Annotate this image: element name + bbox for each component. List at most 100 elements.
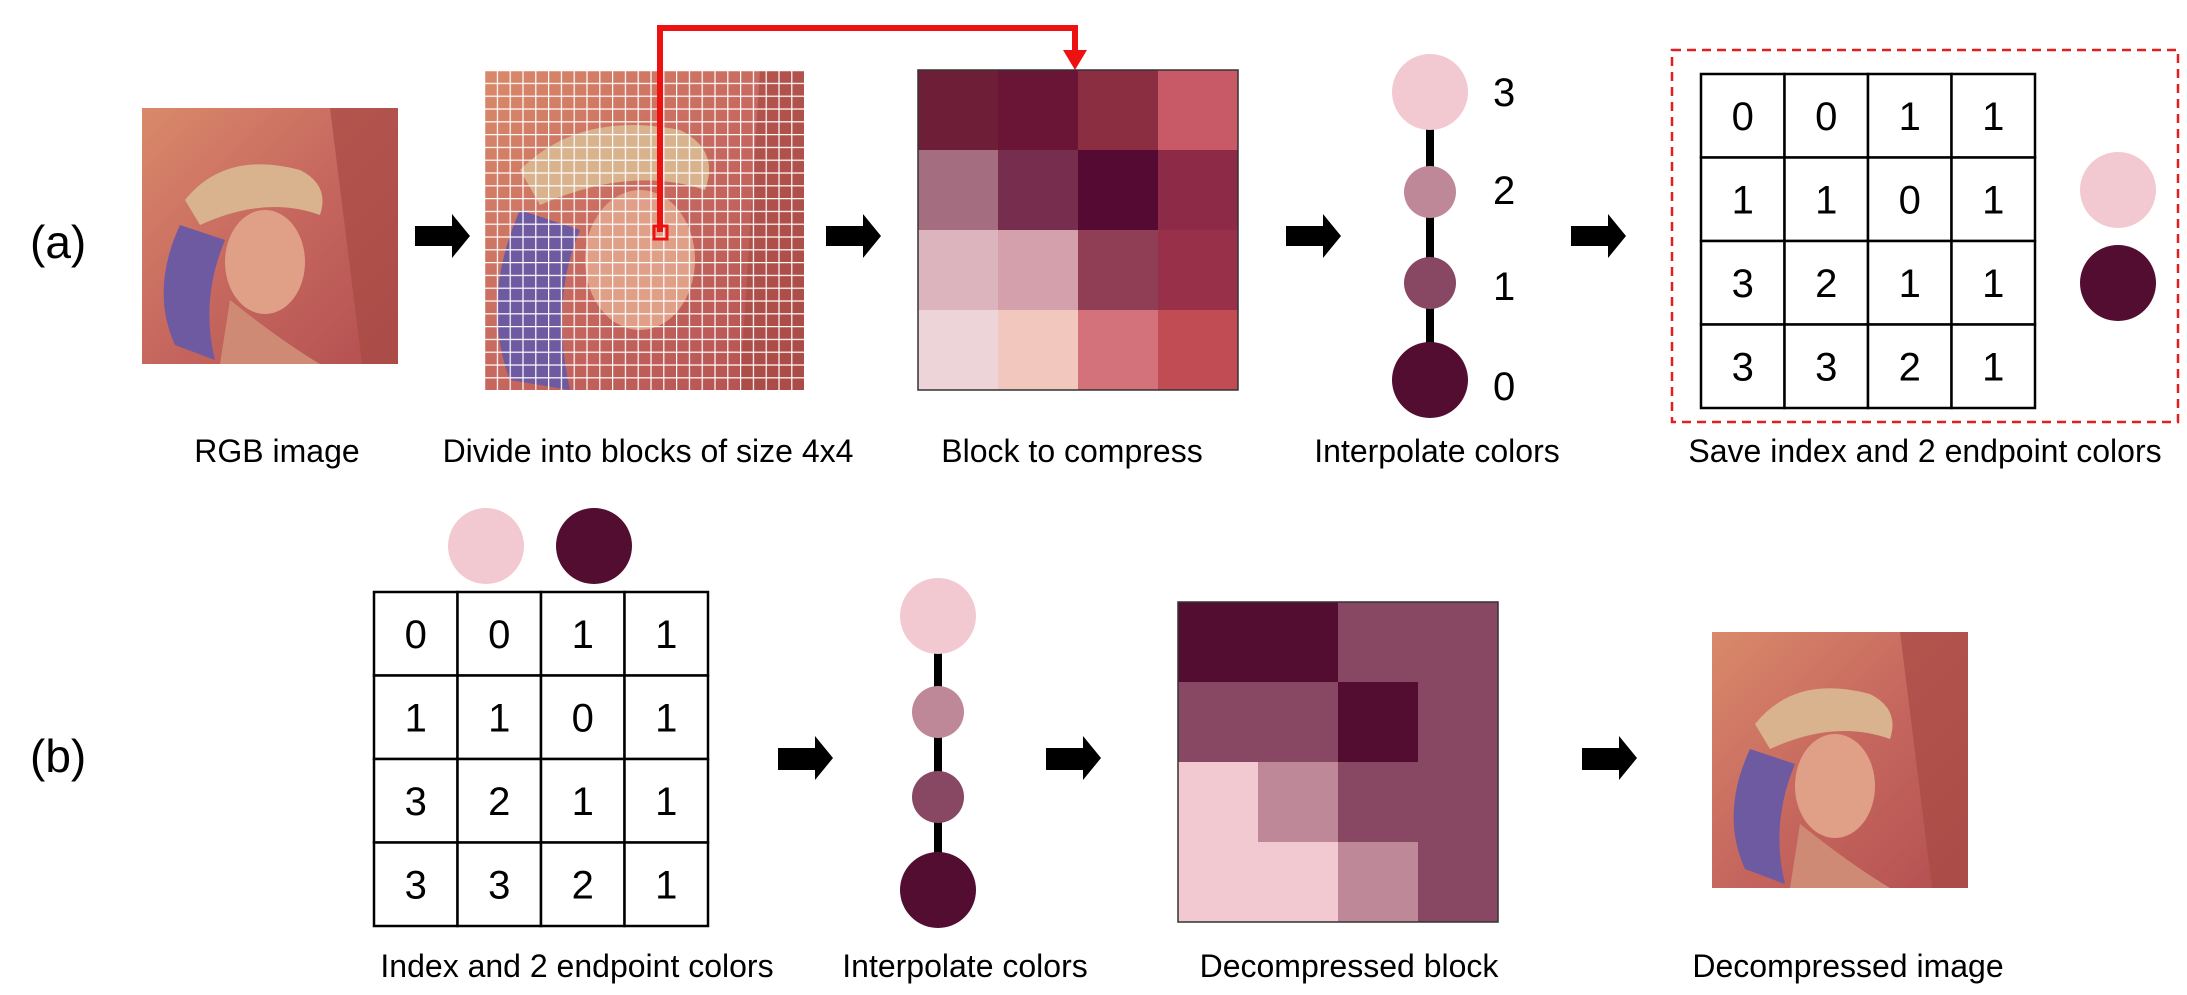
index-value: 2 [1815,262,1837,306]
arrow-7 [1582,736,1637,780]
index-value: 3 [1732,262,1754,306]
index-value: 1 [405,696,427,740]
row-label-a: (a) [30,216,86,268]
index-value: 0 [1899,178,1921,222]
decompressed-pixel [1338,762,1418,842]
block-to-compress [917,69,1239,391]
index-cell [539,674,626,761]
index-value: 1 [1732,178,1754,222]
level-1-swatch [1404,257,1456,309]
decompressed-pixel [1258,762,1338,842]
decompressed-pixel [1178,762,1258,842]
level-0-swatch [1392,342,1468,418]
dark-endpoint-swatch-a [2080,245,2156,321]
index-value: 1 [1899,95,1921,139]
index-cell [1866,156,1953,243]
block-pixel [918,310,998,390]
decompressed-pixel [1418,602,1498,682]
decompressed-pixel [1338,682,1418,762]
arrow-6 [1046,736,1101,780]
caption-block-to-compress: Block to compress [941,433,1202,469]
level-0-swatch-b [900,852,976,928]
decompressed-pixel [1258,602,1338,682]
index-value: 1 [655,863,677,907]
decompressed-pixel [1418,682,1498,762]
index-value: 1 [488,696,510,740]
index-cell [539,841,626,928]
index-value: 0 [572,696,594,740]
rgb-image [142,108,398,364]
block-pixel [998,310,1078,390]
index-value: 3 [1815,345,1837,389]
index-cell [1950,156,2037,243]
caption-rgb-image: RGB image [194,433,359,469]
level-2-swatch [1404,166,1456,218]
index-cell [1950,72,2037,159]
index-value: 1 [572,613,594,657]
index-cell [1866,323,1953,410]
index-cell [1950,239,2037,326]
index-value: 3 [1732,345,1754,389]
block-pixel [1158,230,1238,310]
block-pixel [1078,230,1158,310]
decompressed-pixel [1338,602,1418,682]
index-value: 2 [572,863,594,907]
caption-divide-blocks: Divide into blocks of size 4x4 [443,433,854,469]
index-value: 3 [488,863,510,907]
level-label-2: 2 [1493,169,1515,213]
index-value: 0 [405,613,427,657]
index-value: 1 [655,780,677,824]
index-value: 1 [655,696,677,740]
interpolation-ladder-b [900,578,976,928]
level-3-swatch [1392,54,1468,130]
divided-image [484,70,804,390]
index-value: 1 [572,780,594,824]
arrow-2 [826,214,881,258]
index-cell [456,757,543,844]
index-cell [539,757,626,844]
index-value: 1 [1982,95,2004,139]
block-pixel [918,230,998,310]
index-value: 0 [1732,95,1754,139]
interpolation-ladder-a: 3 2 1 0 [1392,54,1515,418]
index-value: 1 [1815,178,1837,222]
index-cell [1783,156,1870,243]
block-pixel [1078,310,1158,390]
index-value: 2 [488,780,510,824]
arrow-4 [1571,214,1626,258]
level-label-0: 0 [1493,365,1515,409]
block-pixel [918,70,998,150]
index-cell [623,841,710,928]
caption-index-endpoints: Index and 2 endpoint colors [380,948,773,984]
index-cell [1950,323,2037,410]
block-pixel [998,230,1078,310]
caption-interpolate-a: Interpolate colors [1314,433,1559,469]
decompressed-image [1712,632,1968,888]
decompressed-block [1177,601,1499,923]
saved-output-box [1670,48,2180,424]
index-cell [1783,239,1870,326]
decompressed-pixel [1418,842,1498,922]
index-cell [372,674,459,761]
index-cell [1699,323,1786,410]
block-pixel [1158,310,1238,390]
level-label-1: 1 [1493,265,1515,309]
decompressed-pixel [1178,602,1258,682]
index-value: 3 [405,780,427,824]
index-cell [1783,323,1870,410]
caption-decompressed-image: Decompressed image [1692,948,2003,984]
index-cell [372,757,459,844]
index-value: 0 [488,613,510,657]
block-pixel [1078,70,1158,150]
index-cell [623,757,710,844]
block-pixel [998,150,1078,230]
dark-endpoint-swatch-b [556,508,632,584]
decompressed-pixel [1258,682,1338,762]
highlight-arrow [657,25,1087,232]
index-value: 0 [1815,95,1837,139]
index-value: 1 [1982,345,2004,389]
decompressed-pixel [1258,842,1338,922]
